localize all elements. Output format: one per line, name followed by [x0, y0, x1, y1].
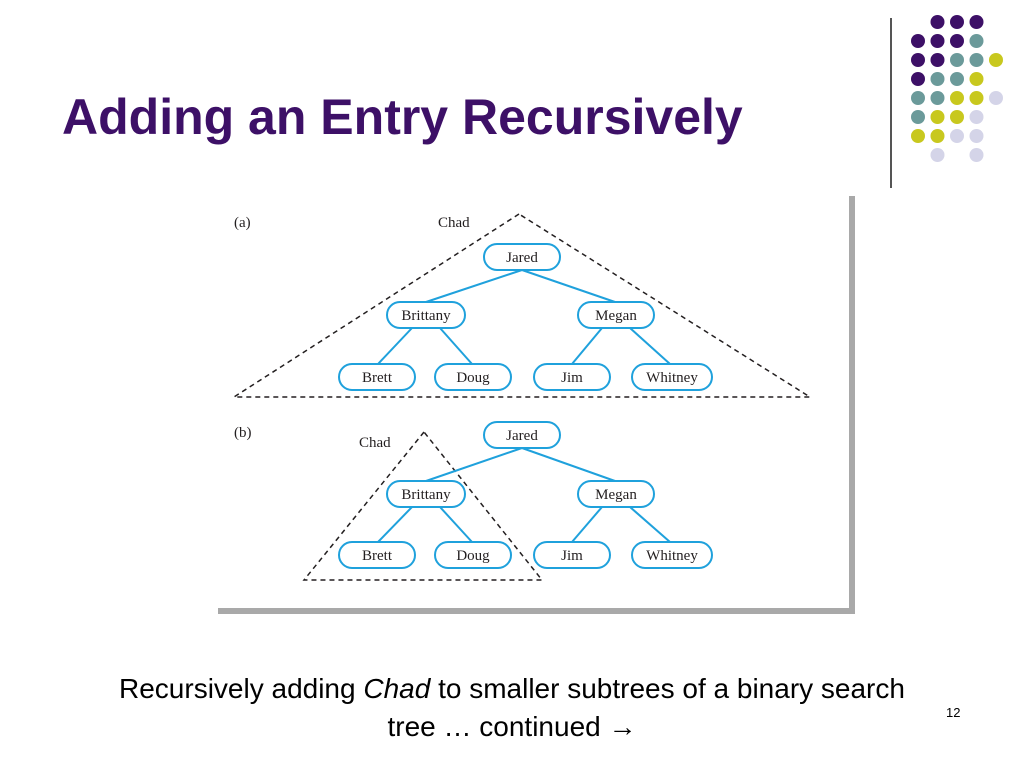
edge-b-left-ll — [377, 506, 413, 543]
panel-b-node-root: Jared — [483, 421, 561, 449]
panel-a-node-right-left: Jim — [533, 363, 611, 391]
decorative-dot — [911, 72, 925, 86]
edge-b-left-lr — [439, 506, 473, 543]
panel-a-node-right-right: Whitney — [631, 363, 713, 391]
panel-b-node-right-right: Whitney — [631, 541, 713, 569]
edge-a-right-rl — [571, 327, 603, 365]
decorative-dot — [969, 72, 984, 86]
node-label: Brittany — [401, 308, 451, 324]
tree-figure: (a) Chad Jared Brittany Megan — [212, 190, 849, 608]
decorative-dot — [911, 110, 925, 124]
panel-a-node-left-left: Brett — [338, 363, 416, 391]
panel-b-node-left-left: Brett — [338, 541, 416, 569]
decorative-dot — [911, 53, 925, 67]
slide-title: Adding an Entry Recursively — [62, 89, 743, 145]
decorative-dot — [930, 15, 945, 29]
decorative-dot — [989, 53, 1003, 67]
node-label: Whitney — [646, 370, 698, 386]
node-label: Megan — [595, 487, 637, 503]
panel-a-node-left-right: Doug — [434, 363, 512, 391]
panel-a: (a) Chad Jared Brittany Megan — [231, 213, 813, 398]
panel-b-dashed-triangle — [302, 430, 544, 581]
edge-b-right-rr — [629, 506, 671, 543]
decorative-dot — [950, 34, 964, 48]
panel-b: (b) Chad Jared Brittany Megan — [234, 421, 713, 581]
edge-a-left-ll — [377, 327, 413, 365]
panel-b-node-left: Brittany — [386, 480, 466, 508]
decorative-dot — [930, 53, 945, 67]
panel-b-node-right: Megan — [577, 480, 655, 508]
node-label: Jared — [506, 428, 538, 444]
node-label: Jim — [561, 370, 583, 386]
node-label: Whitney — [646, 548, 698, 564]
edge-a-root-left — [425, 269, 523, 303]
panel-b-label: (b) — [234, 425, 252, 441]
node-label: Megan — [595, 308, 637, 324]
decorative-dot — [950, 53, 964, 67]
panel-b-node-left-right: Doug — [434, 541, 512, 569]
decorative-dot — [950, 72, 964, 86]
caption-emphasis: Chad — [363, 673, 431, 704]
decorative-dot — [930, 129, 945, 143]
decorative-dot — [950, 129, 964, 143]
edge-a-right-rr — [629, 327, 671, 365]
caption-text-before: Recursively adding — [119, 673, 364, 704]
node-label: Doug — [456, 548, 490, 564]
panel-a-node-right: Megan — [577, 301, 655, 329]
decorative-dot — [950, 15, 964, 29]
panel-a-dashed-triangle — [231, 213, 813, 398]
decorative-dot — [969, 148, 984, 162]
decorative-dot — [969, 110, 984, 124]
panel-a-label: (a) — [234, 215, 251, 231]
decorative-dot — [930, 91, 945, 105]
decorative-dot — [930, 34, 945, 48]
decorative-divider — [890, 18, 892, 188]
panel-a-chad-label: Chad — [438, 215, 470, 231]
decorative-dot — [969, 91, 984, 105]
panel-b-node-right-left: Jim — [533, 541, 611, 569]
decorative-dot — [969, 129, 984, 143]
node-label: Jim — [561, 548, 583, 564]
decorative-dot — [911, 34, 925, 48]
panel-b-chad-label: Chad — [359, 435, 391, 451]
decorative-dot — [911, 91, 925, 105]
decorative-dot — [969, 53, 984, 67]
tree-diagram: (a) Chad Jared Brittany Megan — [231, 213, 813, 581]
decorative-dot — [911, 129, 925, 143]
decorative-dot — [930, 110, 945, 124]
edge-b-root-right — [521, 447, 616, 482]
decorative-dot — [930, 148, 945, 162]
caption-text-after: to smaller subtrees of a binary search t… — [387, 673, 905, 742]
decorative-dot — [969, 34, 984, 48]
panel-b-edges — [377, 447, 671, 543]
node-label: Brett — [362, 370, 393, 386]
node-label: Brittany — [401, 487, 451, 503]
decorative-dot-grid — [911, 15, 1003, 162]
decorative-dot — [930, 72, 945, 86]
decorative-dot — [989, 91, 1003, 105]
edge-b-right-rl — [571, 506, 603, 543]
page-number: 12 — [946, 705, 961, 720]
decorative-dot — [950, 91, 964, 105]
panel-a-node-root: Jared — [483, 243, 561, 271]
decorative-dot — [950, 110, 964, 124]
panel-a-edges — [377, 269, 671, 365]
node-label: Jared — [506, 250, 538, 266]
node-label: Brett — [362, 548, 393, 564]
panel-a-node-left: Brittany — [386, 301, 466, 329]
edge-b-root-left — [425, 447, 523, 482]
slide-caption: Recursively adding Chad to smaller subtr… — [112, 670, 912, 746]
node-label: Doug — [456, 370, 490, 386]
edge-a-root-right — [521, 269, 616, 303]
edge-a-left-lr — [439, 327, 473, 365]
decorative-dot — [969, 15, 984, 29]
